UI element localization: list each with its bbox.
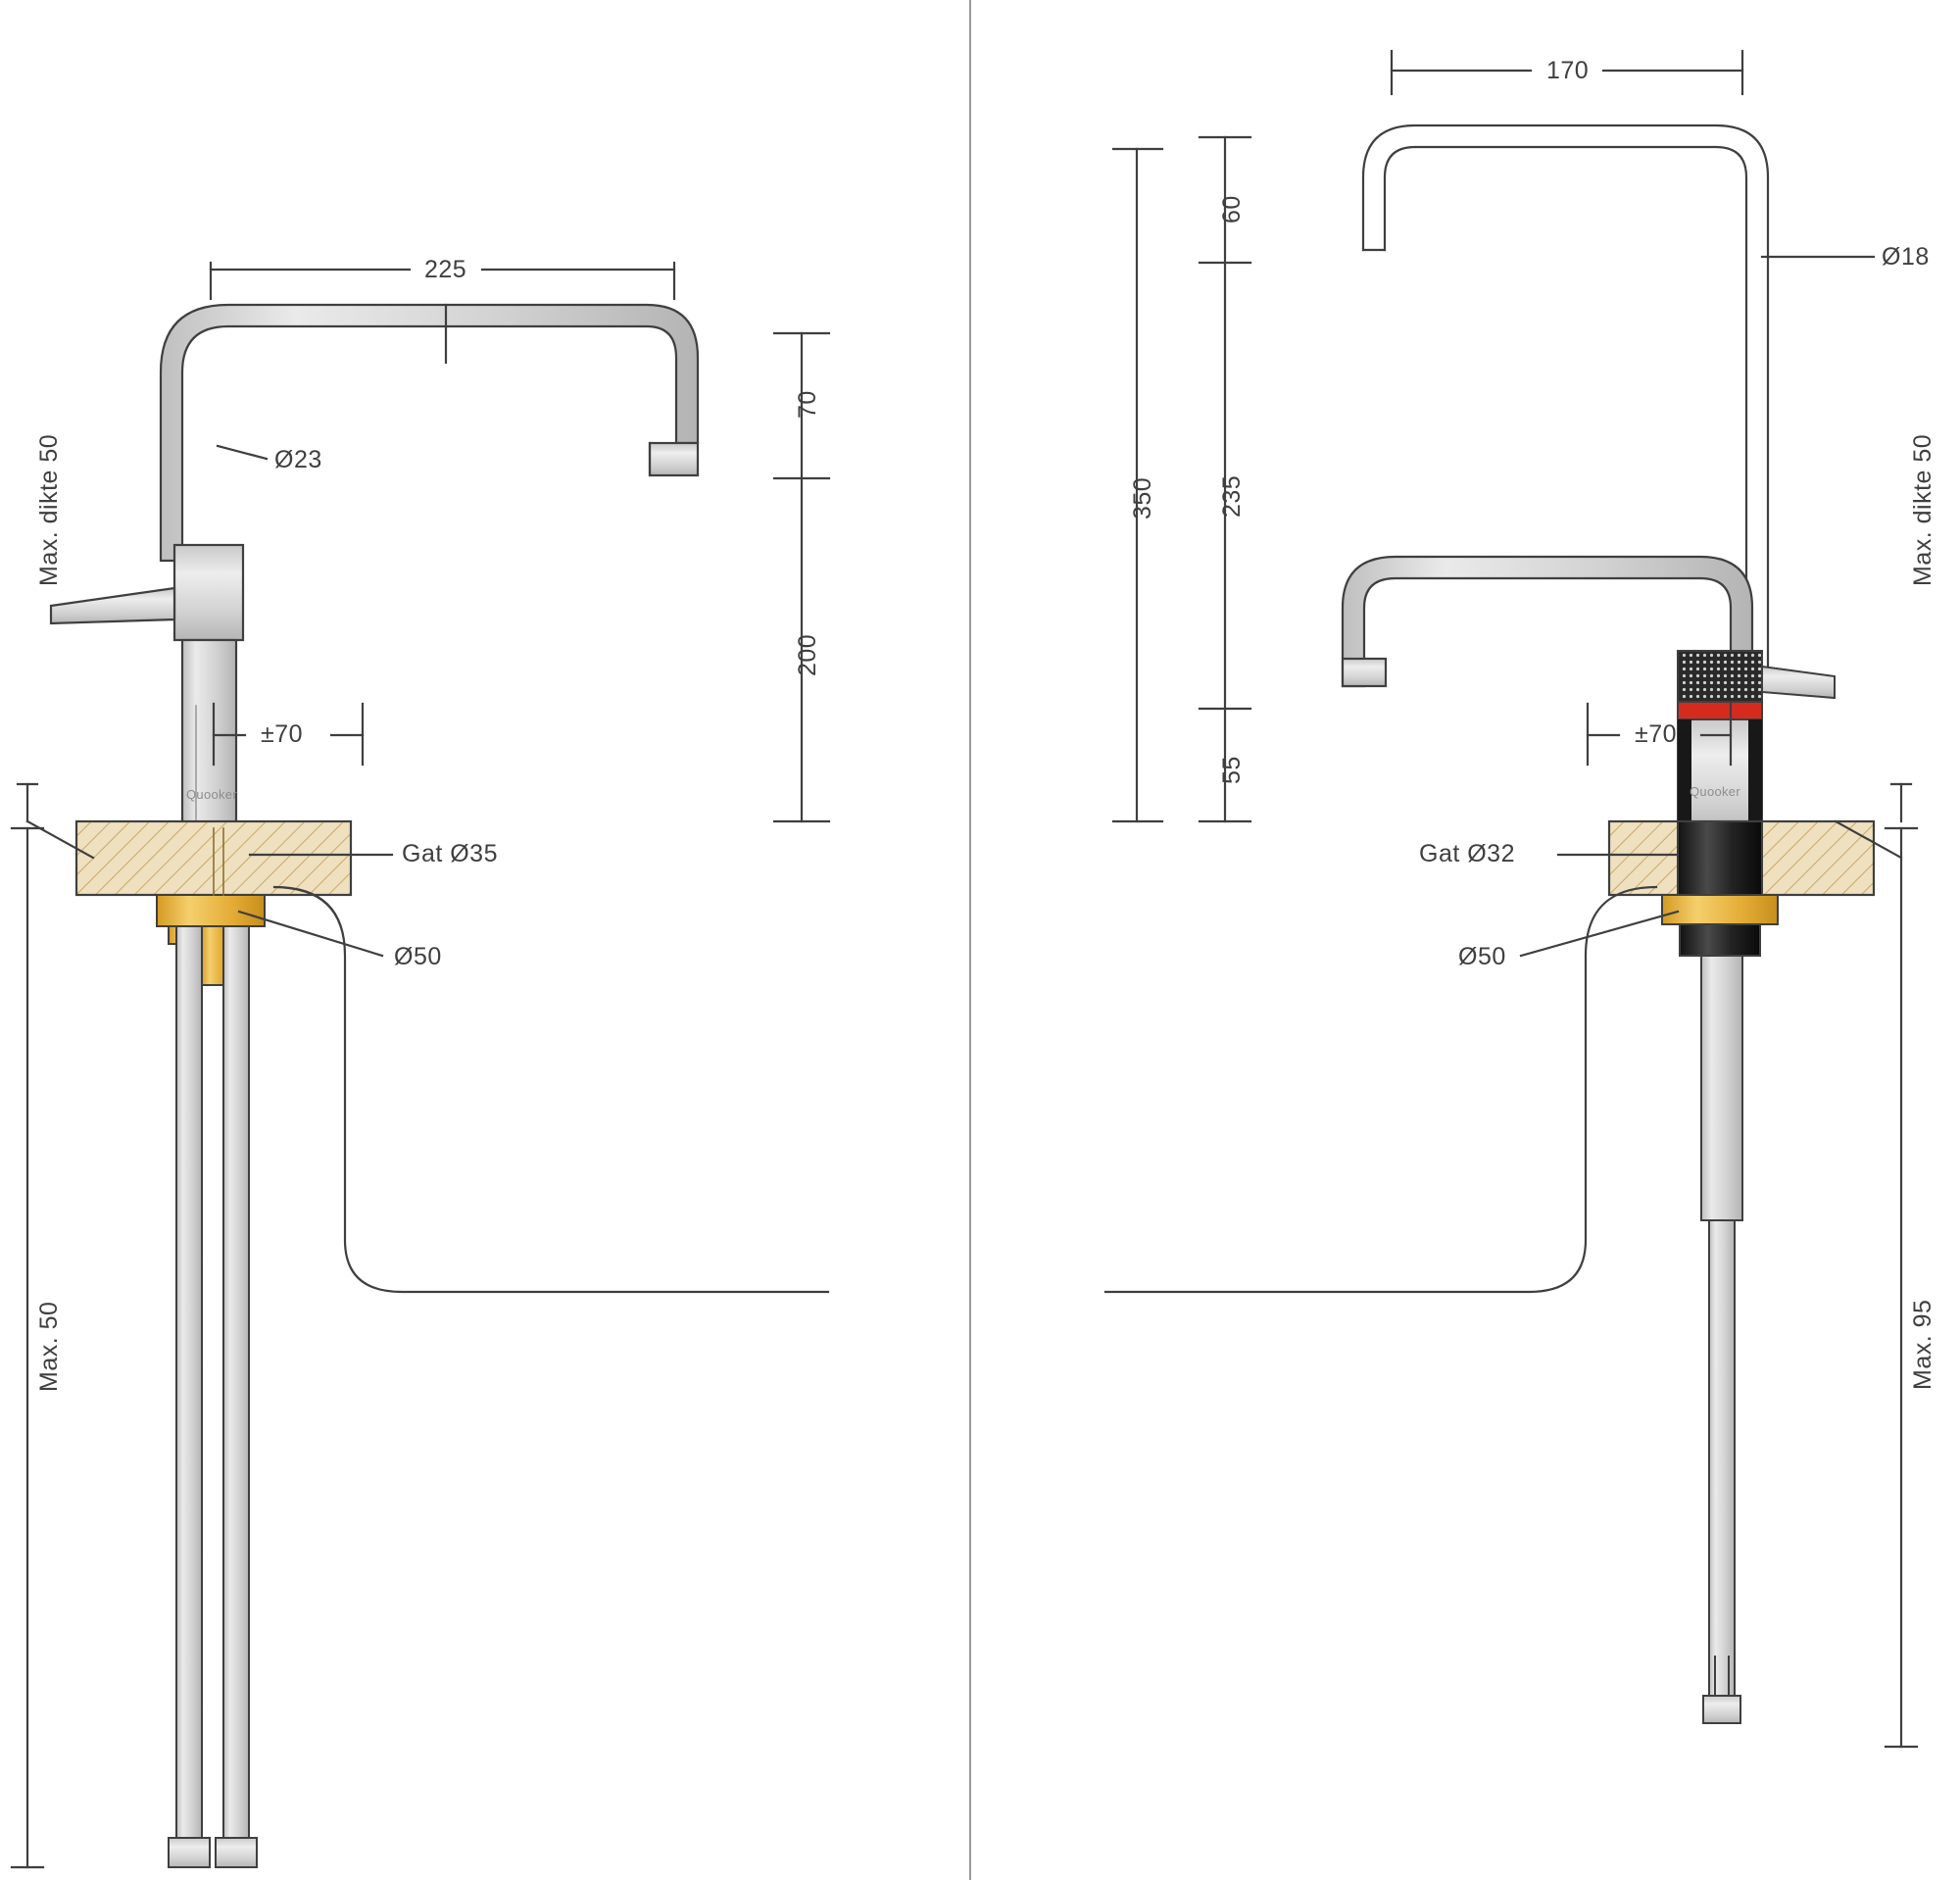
dim-label-70: 70 <box>794 390 821 419</box>
dim-label-170: 170 <box>1546 57 1590 84</box>
dim-label-dia-50-right: Ø50 <box>1458 943 1506 970</box>
dim-label-225: 225 <box>424 256 467 283</box>
dim-label-pm70-right: ±70 <box>1635 720 1678 748</box>
dim-label-200: 200 <box>794 633 821 676</box>
dim-label-350: 350 <box>1129 476 1156 519</box>
dim-label-dia-18: Ø18 <box>1882 243 1930 271</box>
dim-label-dia-50-left: Ø50 <box>394 943 442 970</box>
brand-label-right: Quooker <box>1690 784 1740 799</box>
brand-label-left: Quooker <box>186 787 237 802</box>
dim-label-gat-32: Gat Ø32 <box>1419 840 1515 867</box>
dim-label-dia-23: Ø23 <box>274 446 322 473</box>
dim-label-60: 60 <box>1218 195 1246 223</box>
dim-label-pm70: ±70 <box>261 720 304 748</box>
dim-label-55: 55 <box>1218 756 1246 784</box>
dim-label-max-dikte-50-left: Max. dikte 50 <box>35 433 63 586</box>
dim-label-gat-35: Gat Ø35 <box>402 840 498 867</box>
dim-label-max-95-right: Max. 95 <box>1909 1299 1936 1390</box>
dim-label-max-50-left: Max. 50 <box>35 1301 63 1392</box>
dim-label-235: 235 <box>1218 474 1246 518</box>
dim-label-max-dikte-50-right: Max. dikte 50 <box>1909 433 1936 586</box>
